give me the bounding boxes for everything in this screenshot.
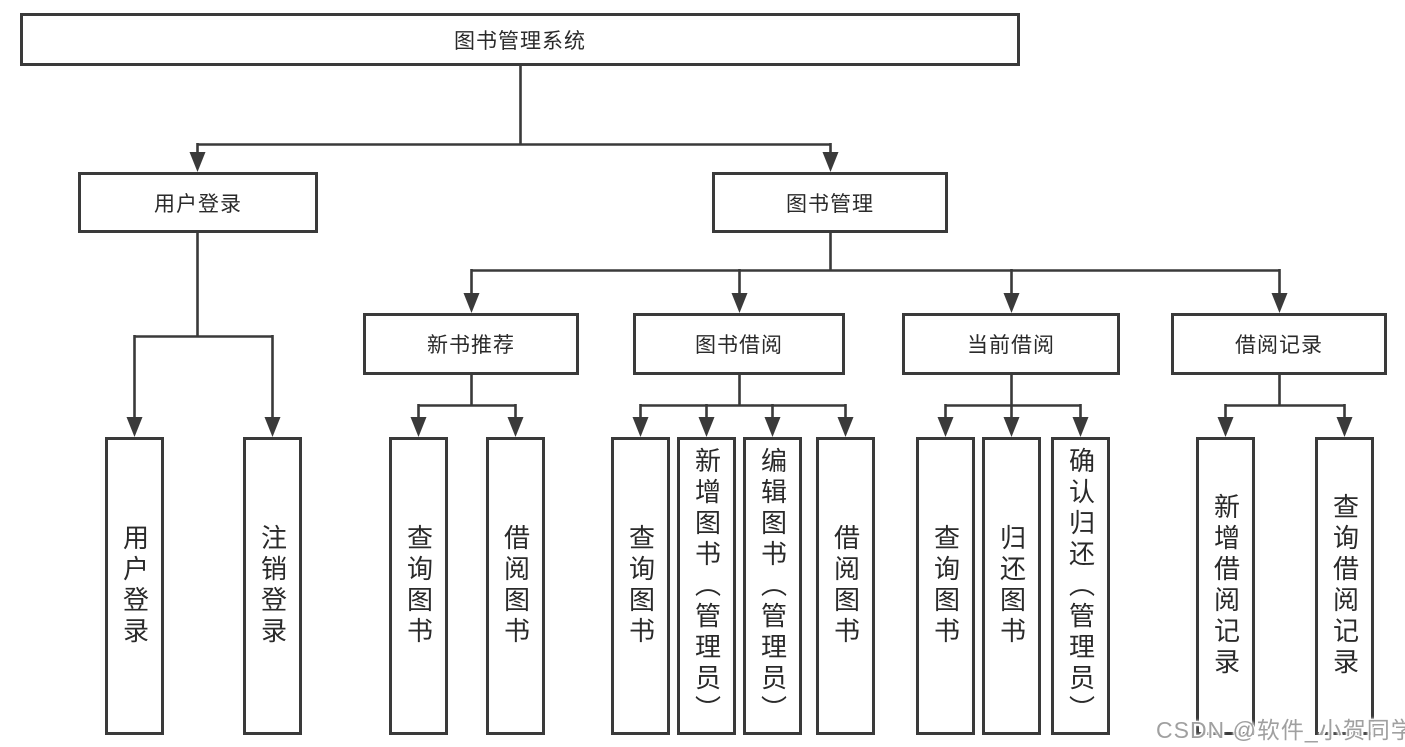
node-borrow-books-1: 借阅图书 — [486, 437, 545, 735]
node-logout-login: 注销登录 — [243, 437, 302, 735]
node-borrow-books-2: 借阅图书 — [816, 437, 875, 735]
connector-book-borrow-children — [632, 375, 854, 437]
node-query-books-2: 查询图书 — [611, 437, 670, 735]
connector-book-management-children — [463, 233, 1288, 313]
connector-borrow-record-children — [1217, 375, 1353, 437]
node-return-books: 归还图书 — [982, 437, 1041, 735]
node-book-borrow: 图书借阅 — [633, 313, 845, 375]
node-library-management-system: 图书管理系统 — [20, 13, 1020, 66]
node-add-borrow-record: 新增借阅记录 — [1196, 437, 1255, 735]
node-user-login-branch: 用户登录 — [78, 172, 318, 233]
connector-new-book-children — [410, 375, 524, 437]
node-current-borrow: 当前借阅 — [902, 313, 1120, 375]
csdn-watermark: CSDN @软件_小贺同学 — [1156, 717, 1405, 743]
connector-user-login-children — [126, 233, 281, 437]
node-borrow-record: 借阅记录 — [1171, 313, 1387, 375]
node-query-books-1: 查询图书 — [389, 437, 448, 735]
node-query-borrow-record: 查询借阅记录 — [1315, 437, 1374, 735]
connector-root-to-level2 — [189, 66, 839, 172]
node-book-management-branch: 图书管理 — [712, 172, 948, 233]
node-add-books-admin: 新增图书（管理员） — [677, 437, 736, 735]
node-edit-books-admin: 编辑图书（管理员） — [743, 437, 802, 735]
node-confirm-return-admin: 确认归还（管理员） — [1051, 437, 1110, 735]
node-new-book-recommend: 新书推荐 — [363, 313, 579, 375]
node-user-login: 用户登录 — [105, 437, 164, 735]
connector-current-borrow-children — [937, 375, 1089, 437]
node-query-books-3: 查询图书 — [916, 437, 975, 735]
